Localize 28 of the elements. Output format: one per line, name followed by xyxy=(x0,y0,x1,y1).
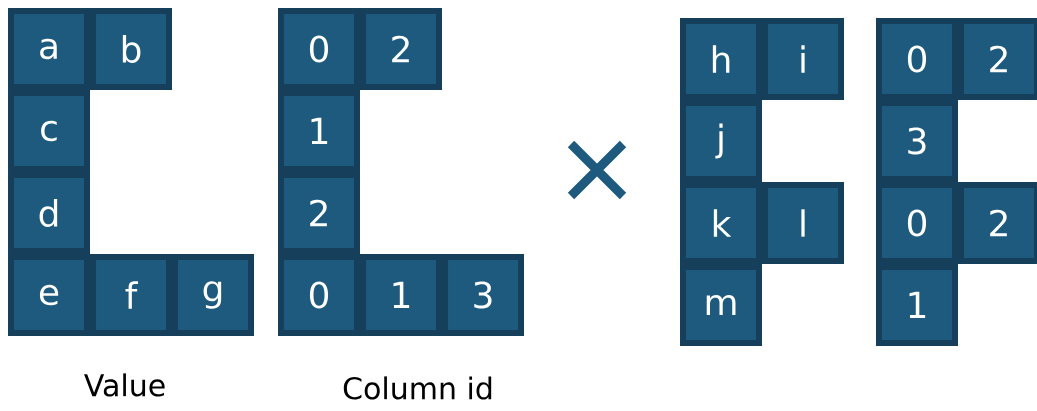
matrix-cell: b xyxy=(90,8,172,90)
matrix-cell: a xyxy=(8,8,90,90)
caption-label: Value xyxy=(84,373,165,397)
matrix-cell: 2 xyxy=(958,18,1037,100)
matrix-cell: 0 xyxy=(876,18,958,100)
matrix-cell: k xyxy=(680,182,762,264)
matrix-cell: 2 xyxy=(278,172,360,254)
matrix-cell: h xyxy=(680,18,762,100)
matrix-cell: 3 xyxy=(442,254,524,336)
matrix-cell: 2 xyxy=(958,182,1037,264)
matrix-cell: 2 xyxy=(360,8,442,90)
matrix-cell: i xyxy=(762,18,844,100)
caption-label: Column id xyxy=(343,376,492,400)
matrix-cell: 3 xyxy=(876,100,958,182)
matrix-cell: d xyxy=(8,172,90,254)
matrix-cell: l xyxy=(762,182,844,264)
matrix-cell: c xyxy=(8,90,90,172)
matrix-cell: f xyxy=(90,254,172,336)
matrix-cell: g xyxy=(172,254,254,336)
matrix-cell: 1 xyxy=(876,264,958,346)
matrix-cell: 0 xyxy=(278,254,360,336)
matrix-cell: j xyxy=(680,100,762,182)
matrix-cell: m xyxy=(680,264,762,346)
matrix-cell: 1 xyxy=(278,90,360,172)
matrix-cell: 1 xyxy=(360,254,442,336)
matrix-cell: 0 xyxy=(278,8,360,90)
matrix-cell: 0 xyxy=(876,182,958,264)
matrix-cell: e xyxy=(8,254,90,336)
